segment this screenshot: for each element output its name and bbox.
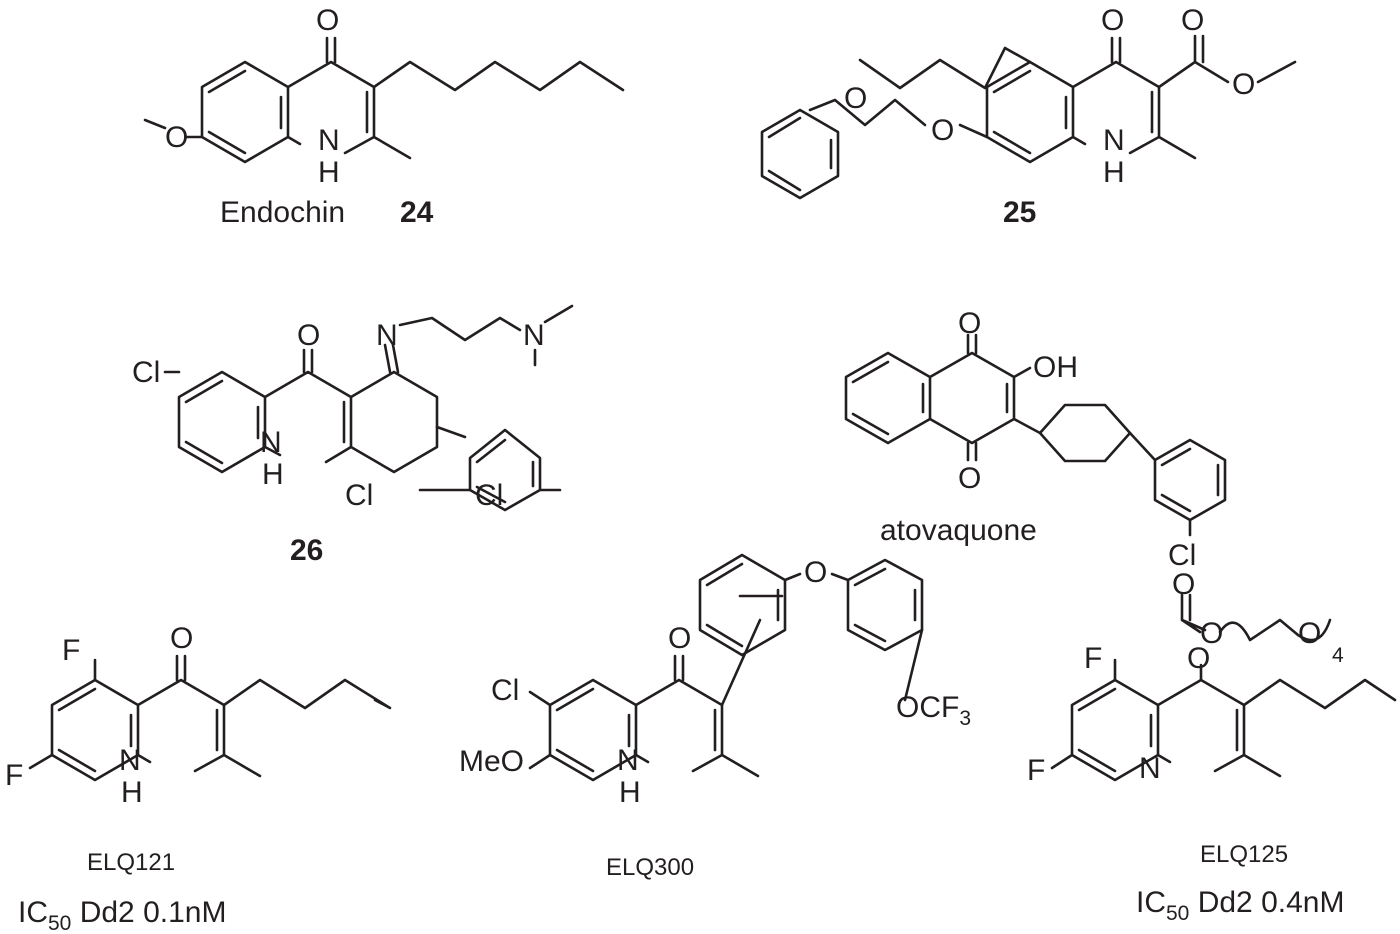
ring-hydrogen-label: H (1103, 156, 1125, 189)
fluorine-label: F (1084, 642, 1102, 675)
elq125-name: ELQ125 (1200, 841, 1288, 868)
atovaquone-structure: O OH O Cl (844, 307, 1227, 572)
fluorine-label: F (1027, 754, 1045, 787)
atovaquone-name: atovaquone (880, 514, 1037, 547)
amine-nitrogen-label: N (523, 319, 545, 352)
fluorine-label: F (5, 759, 23, 792)
ester-oxygen-label: O (1232, 68, 1255, 101)
carbonyl-oxygen-label: O (668, 622, 691, 655)
elq300-structure: O O Cl MeO OCF3 N H (459, 553, 971, 809)
trifluoromethoxy-label: OCF3 (896, 691, 971, 730)
elq121-structure: O F F N H (5, 622, 392, 809)
carbonate-carbonyl-oxygen-label: O (1172, 568, 1195, 601)
ring-nitrogen-label: N (617, 744, 639, 777)
ring-hydrogen-label: H (619, 776, 641, 809)
ring-nitrogen-label: N (318, 124, 340, 157)
peg-repeat-count: 4 (1332, 644, 1344, 667)
carbonyl-oxygen-label: O (170, 622, 193, 655)
peg-oxygen-label: O (1298, 617, 1321, 650)
ring-nitrogen-label: N (260, 426, 282, 459)
quinone-oxygen-label: O (958, 307, 981, 340)
chlorine-label: Cl (132, 356, 160, 389)
chlorine-label: Cl (345, 479, 373, 512)
ring-nitrogen-label: N (1139, 752, 1161, 785)
quinone-oxygen-label: O (958, 462, 981, 495)
elq300-name: ELQ300 (606, 854, 694, 881)
elq125-activity: IC50 Dd2 0.4nM (1136, 886, 1344, 925)
ring-hydrogen-label: H (318, 156, 340, 189)
compound-25-number: 25 (1003, 196, 1036, 229)
fluorine-label: F (62, 634, 80, 667)
ether-oxygen-label: O (931, 114, 954, 147)
carbonate-oxygen-label: O (1187, 642, 1210, 675)
phenoxy-oxygen-label: O (844, 82, 867, 115)
elq121-name: ELQ121 (87, 849, 175, 876)
methoxy-oxygen-label: O (165, 121, 188, 154)
methoxy-label: MeO (459, 745, 524, 778)
compound-25-structure: O O O O O N H (760, 4, 1297, 200)
chlorine-label: Cl (475, 479, 503, 512)
ether-oxygen-label: O (804, 556, 827, 589)
chlorine-label: Cl (491, 674, 519, 707)
imine-nitrogen-label: N (376, 319, 398, 352)
compound-26-structure: O N N Cl N H Cl Cl (132, 304, 574, 512)
carbonate-oxygen-label: O (1200, 617, 1223, 650)
ring-hydrogen-label: H (121, 776, 143, 809)
compound-24-name: Endochin (220, 196, 345, 229)
chlorine-label: Cl (1168, 539, 1196, 572)
elq121-activity: IC50 Dd2 0.1nM (18, 896, 226, 934)
ring-nitrogen-label: N (119, 744, 141, 777)
ester-carbonyl-oxygen-label: O (1181, 4, 1204, 37)
carbonyl-oxygen-label: O (297, 319, 320, 352)
carbonyl-oxygen-label: O (316, 4, 339, 37)
compound-24-structure: O O N H (143, 4, 625, 189)
compound-24-number: 24 (400, 196, 434, 229)
ring-nitrogen-label: N (1103, 124, 1125, 157)
elq125-structure: O O O O 4 F F N (1027, 568, 1397, 787)
compound-26-number: 26 (290, 534, 323, 567)
carbonyl-oxygen-label: O (1101, 4, 1124, 37)
ring-hydrogen-label: H (262, 458, 284, 491)
hydroxyl-label: OH (1033, 351, 1078, 384)
